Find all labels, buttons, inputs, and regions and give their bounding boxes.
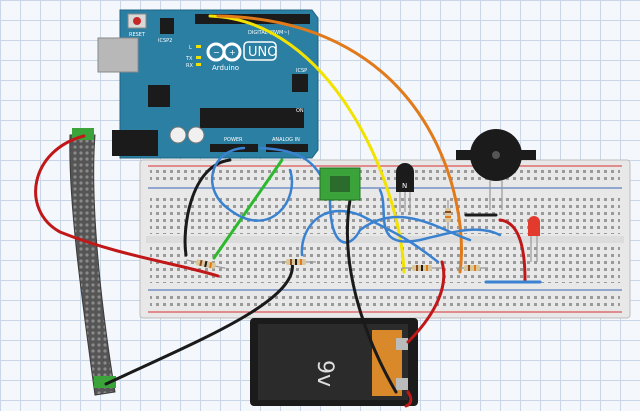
battery-terminal-positive	[396, 338, 408, 350]
wires	[34, 14, 542, 408]
blue-wire	[258, 146, 472, 244]
resistor	[456, 265, 488, 271]
analog-header	[266, 144, 308, 152]
transistor-body	[396, 163, 414, 192]
piezo-buzzer	[456, 129, 536, 210]
microcontroller-chip	[200, 108, 304, 128]
capacitor-icon	[169, 126, 187, 144]
reset-label: RESET	[129, 32, 146, 38]
power-header	[210, 144, 258, 152]
resistor	[186, 259, 226, 269]
black-sensor-wire	[104, 260, 294, 386]
capacitor-icon	[187, 126, 205, 144]
usb-port	[97, 37, 139, 73]
blue-wire	[300, 209, 440, 264]
black-ground-wire	[183, 158, 232, 257]
led-l-label: L	[189, 45, 192, 51]
battery-terminal-negative	[396, 378, 408, 390]
blue-wire	[211, 146, 294, 222]
led-tx-icon	[196, 56, 201, 59]
led-body	[528, 216, 540, 236]
on-label: ON	[296, 108, 304, 114]
red-battery-wire	[406, 260, 446, 344]
bottom-power-rail	[150, 294, 620, 308]
black-battery-wire	[345, 198, 398, 394]
sensor-bottom-connector	[94, 376, 116, 388]
arduino-uno-board: RESET ICSP2 DIGITAL (PWM~) − + UNO Ardui…	[97, 9, 319, 159]
red-battery-negative-wire	[404, 390, 413, 408]
yellow-wire	[208, 14, 406, 274]
red-led	[528, 216, 540, 262]
analog-label: ANALOG IN	[272, 137, 300, 143]
power-jack	[112, 130, 158, 156]
power-label: POWER	[224, 137, 243, 143]
led-l-icon	[196, 45, 201, 48]
svg-text:−: −	[213, 48, 220, 57]
svg-text:+: +	[229, 48, 236, 57]
led-rx-icon	[196, 63, 201, 66]
transistor: N	[396, 163, 414, 212]
green-wire	[212, 158, 284, 260]
center-channel	[146, 236, 624, 243]
resistor	[276, 259, 316, 265]
led-rx-label: RX	[186, 63, 193, 69]
icsp-label: ICSP	[296, 68, 307, 74]
resistors	[186, 200, 488, 271]
lower-terminal-strip	[150, 245, 620, 283]
icsp2-label: ICSP2	[158, 38, 172, 44]
conductive-fabric-strip	[69, 134, 116, 396]
sensor-module	[319, 167, 361, 201]
red-sensor-wire	[34, 134, 220, 278]
led-tx-label: TX	[185, 56, 193, 62]
usb-chip	[148, 85, 170, 107]
blue-wire	[378, 188, 502, 243]
resistor	[402, 265, 442, 271]
svg-text:N: N	[402, 182, 407, 190]
uno-badge	[243, 41, 277, 61]
battery-9v: 9v	[250, 318, 418, 406]
battery-voltage-label: 9v	[312, 360, 337, 387]
icsp-header	[292, 74, 308, 92]
brand-label: Arduino	[212, 64, 239, 72]
resistor	[445, 200, 451, 230]
stretch-sensor	[69, 128, 116, 396]
arduino-logo-icon: − +	[206, 42, 242, 62]
icsp2-header	[160, 18, 174, 34]
red-led-wire	[498, 218, 527, 282]
model-label: UNO	[248, 45, 277, 60]
